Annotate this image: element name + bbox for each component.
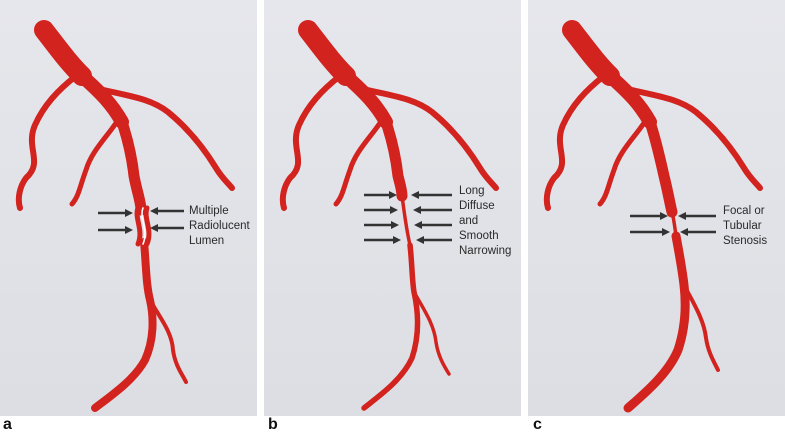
artery-illustration-c: [543, 20, 763, 413]
arrows-group: [364, 191, 452, 244]
label-line: Diffuse: [459, 200, 495, 212]
arrows-group: [98, 207, 184, 234]
narrowed-segment: [400, 194, 412, 247]
label-line: Radiolucent: [189, 220, 250, 232]
label-line: Tubular: [723, 220, 762, 232]
artery-distal-vessel: [91, 238, 157, 412]
artery-middle-branch: [69, 117, 121, 207]
artery-trunk: [562, 20, 620, 86]
arrows-group: [630, 212, 716, 236]
panel-letter-c: c: [533, 416, 542, 433]
panel-letter-b: b: [268, 416, 278, 433]
panel-b-diffuse-narrowing: Long Diffuse and Smooth Narrowing: [264, 0, 521, 416]
artery-middle-branch: [597, 117, 649, 207]
panel-c-focal-stenosis: Focal or Tubular Stenosis: [528, 0, 785, 416]
annotation-label-b: Long Diffuse and Smooth Narrowing: [459, 184, 511, 259]
label-line: Narrowing: [459, 245, 512, 257]
label-line: Lumen: [189, 235, 225, 247]
artery-distal-vessel: [623, 231, 690, 413]
artery-segment: [75, 69, 129, 129]
artery-left-branch: [15, 73, 79, 211]
artery-main-vessel: [644, 116, 678, 218]
label-line: Stenosis: [723, 235, 768, 247]
artery-distal-vessel: [361, 242, 421, 411]
artery-right-branch: [356, 85, 499, 191]
label-line: Smooth: [459, 230, 499, 242]
artery-illustration-b: [279, 20, 499, 411]
artery-main-vessel: [380, 116, 408, 202]
artery-segment: [603, 69, 657, 129]
artery-small-branch: [412, 290, 451, 376]
panel-letter-a: a: [3, 416, 12, 433]
artery-right-branch: [92, 85, 235, 191]
label-line: and: [459, 215, 479, 227]
artery-right-branch: [620, 85, 763, 191]
annotation-label-a: Multiple Radiolucent Lumen: [189, 204, 250, 249]
artery-segment: [339, 69, 393, 129]
label-line: Focal or: [723, 205, 765, 217]
label-line: Long: [459, 185, 485, 197]
artery-main-vessel: [116, 116, 147, 216]
panel-a-multiple-radiolucent-lumen: Multiple Radiolucent Lumen: [0, 0, 257, 416]
artery-trunk: [298, 20, 356, 86]
artery-left-branch: [279, 73, 343, 211]
artery-left-branch: [543, 73, 607, 211]
artery-middle-branch: [333, 117, 385, 207]
label-line: Multiple: [189, 205, 229, 217]
artery-small-branch: [682, 283, 720, 372]
artery-trunk: [34, 20, 92, 86]
artery-small-branch: [148, 298, 188, 384]
artery-illustration-a: [15, 20, 235, 412]
radiolucent-lumen-segment: [134, 205, 152, 247]
annotation-label-c: Focal or Tubular Stenosis: [723, 204, 767, 249]
